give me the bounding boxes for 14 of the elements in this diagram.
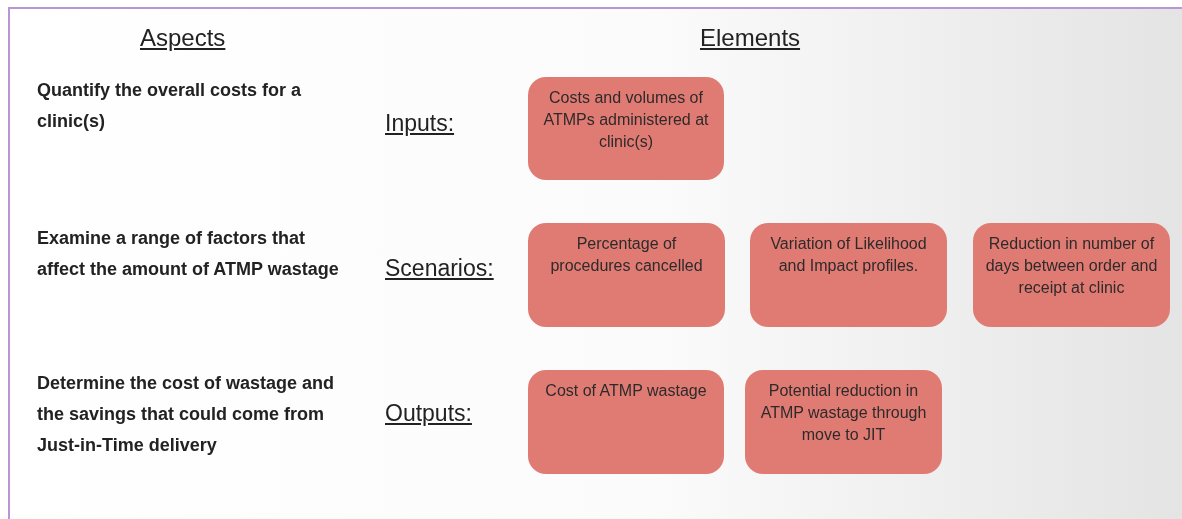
element-box: Potential reduction in ATMP wastage through move to JIT [745,370,942,474]
element-box: Percentage of procedures cancelled [528,223,725,327]
element-box: Costs and volumes of ATMPs administered at clinic(s) [528,77,724,180]
element-box: Reduction in number of days between order and receipt at clinic [973,223,1170,327]
row-label: Inputs: [385,110,455,137]
column-heading: Aspects [140,24,226,52]
element-box: Cost of ATMP wastage [528,370,724,474]
row-label: Scenarios: [385,255,494,282]
row-label: Outputs: [385,400,472,427]
aspect-text: Determine the cost of wastage and the savings that could come from Just-in-Time delivery [37,372,336,457]
element-box: Variation of Likelihood and Impact profiles. [750,223,947,327]
aspect-text: Quantify the overall costs for a clinic(s) [37,79,303,133]
aspect-text: Examine a range of factors that affect the amount of ATMP wastage [37,227,340,281]
column-heading: Elements [700,24,801,52]
